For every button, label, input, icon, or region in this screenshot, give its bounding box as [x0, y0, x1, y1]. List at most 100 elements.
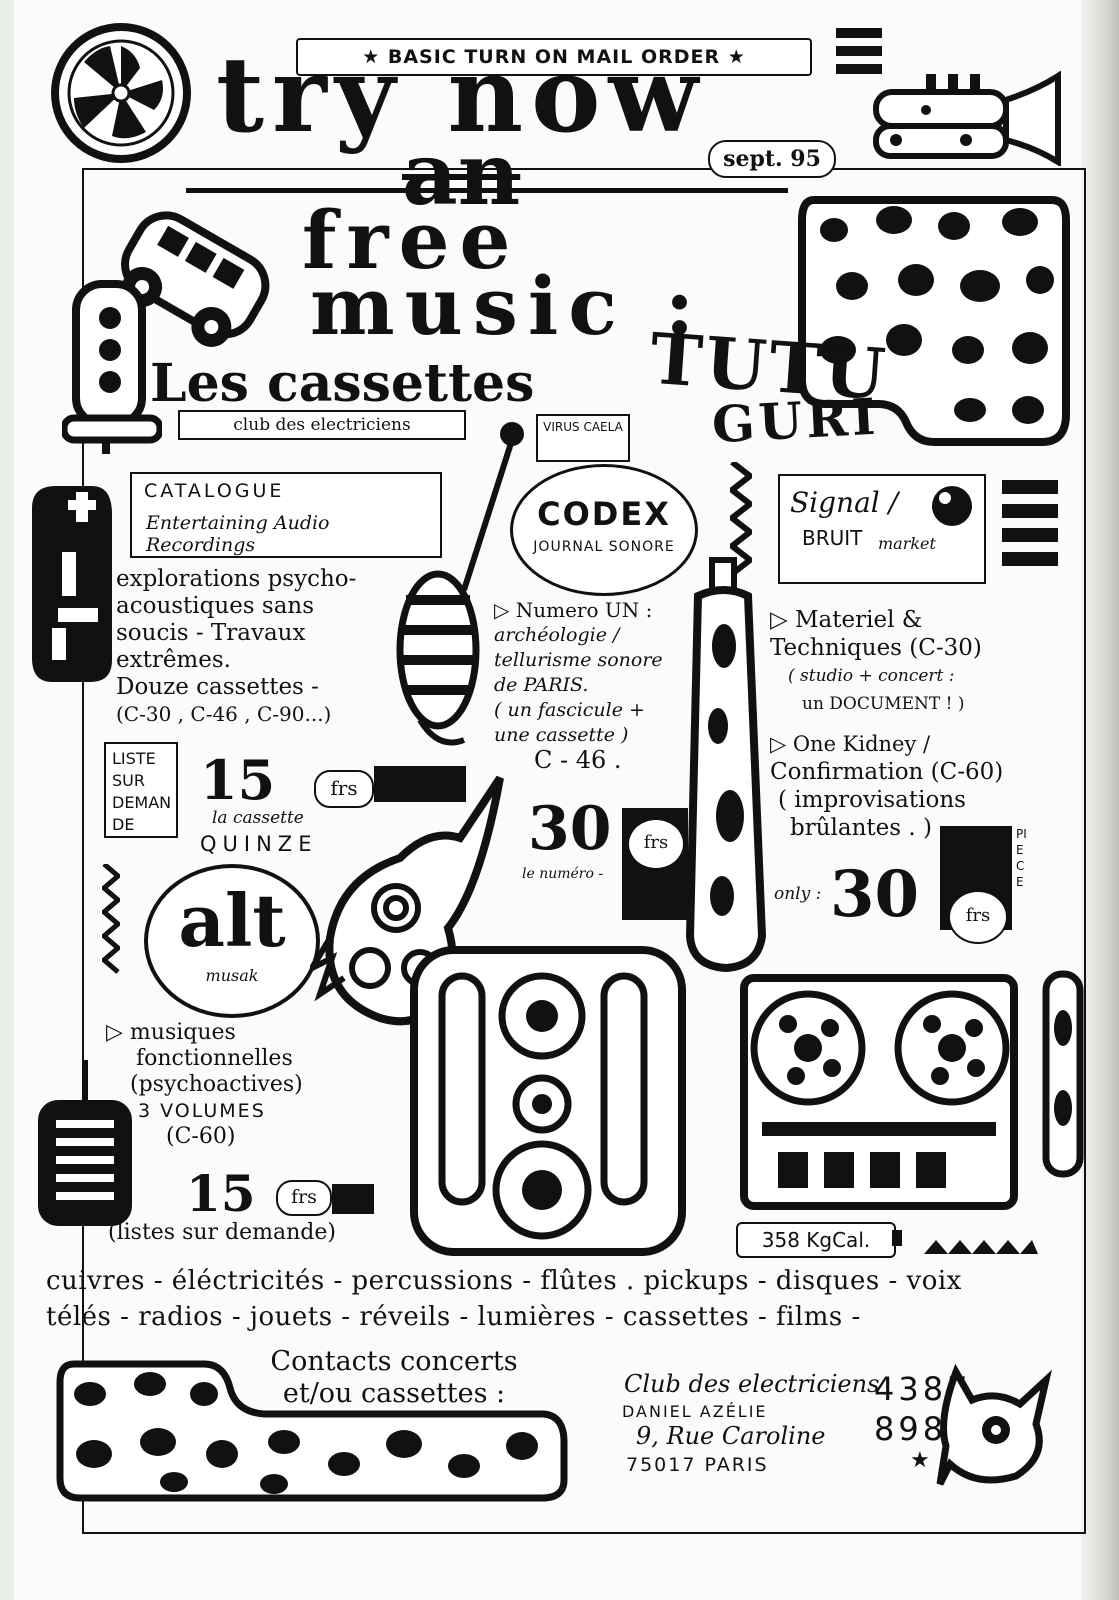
alt-description: ▷ musiques fonctionnelles (psychoactives…	[106, 1020, 303, 1150]
alt-frs: frs	[276, 1180, 332, 1216]
deco-bar	[1002, 480, 1058, 494]
quinze: QUINZE	[200, 832, 318, 856]
deco-block	[332, 1184, 374, 1214]
page-edge-right	[1081, 0, 1119, 1600]
signal-line: Confirmation (C-60)	[770, 759, 1004, 785]
contacts-heading: Contacts concerts et/ou cassettes :	[214, 1346, 574, 1410]
market-label: market	[878, 534, 936, 553]
contact-city: 75017 PARIS	[626, 1454, 769, 1476]
bruit-name: BRUIT	[802, 526, 863, 550]
battery-label: 358 KgCal.	[736, 1222, 896, 1258]
radio-icon	[38, 1060, 132, 1226]
codex-logo: CODEX JOURNAL SONORE	[510, 464, 698, 596]
zigzag-deco	[924, 1240, 1038, 1254]
alt-logo-text: alt	[178, 878, 286, 963]
contact-name: DANIEL AZÉLIE	[622, 1402, 768, 1421]
catalogue-box: CATALOGUE Entertaining Audio Recordings	[130, 472, 442, 558]
alt-logo: alt musak	[144, 864, 320, 1018]
deco-bar	[1002, 552, 1058, 566]
spotted-cushion-icon	[798, 196, 1070, 446]
deco-bar	[836, 46, 882, 56]
la-cassette: la cassette	[212, 808, 304, 828]
codex-line: archéologie /	[494, 624, 620, 646]
catalogue-line: acoustiques sans	[116, 593, 315, 619]
signal-name: Signal /	[790, 486, 899, 519]
headline-try-now: try now	[216, 33, 706, 156]
creature-icon	[936, 1363, 1052, 1486]
headline-music: music :	[310, 259, 705, 353]
car-icon	[121, 211, 270, 347]
catalogue-line: explorations psycho-	[116, 566, 357, 592]
contact-club: Club des electriciens	[624, 1370, 880, 1398]
zigzag-deco	[730, 462, 752, 577]
headline-an: an	[402, 124, 521, 225]
codex-line: C - 46 .	[534, 746, 622, 774]
contact-star: ★	[910, 1448, 930, 1473]
codex-frs-badge: frs	[627, 818, 685, 870]
liste-sur-demande: LISTE SUR DEMAN DE	[104, 742, 178, 838]
signal-line: ( improvisations	[778, 787, 966, 813]
signal-price: 30	[830, 857, 920, 932]
deco-bar	[1002, 504, 1058, 518]
alt-line: 3 VOLUMES	[138, 1100, 266, 1122]
catalogue-line: (C-30 , C-46 , C-90...)	[116, 702, 332, 726]
codex-description: ▷ Numero UN : archéologie / tellurisme s…	[494, 598, 663, 773]
contact-street: 9, Rue Caroline	[636, 1422, 826, 1450]
deco-bar	[836, 28, 882, 38]
les-cassettes-title: Les cassettes	[150, 353, 535, 414]
catalogue-line: soucis - Travaux	[116, 620, 306, 646]
signal-item-1: ▷ Materiel & Techniques (C-30) ( studio …	[770, 606, 982, 718]
codex-price: 30	[528, 794, 612, 864]
alt-logo-sub: musak	[205, 966, 259, 985]
deco-bar	[1002, 528, 1058, 542]
instruments-line-1: cuivres - éléctricités - percussions - f…	[46, 1266, 962, 1296]
radio-icon	[32, 486, 112, 682]
signal-bruit-box: Signal / BRUIT market	[778, 474, 986, 584]
cassette-recorder-icon	[410, 946, 686, 1256]
signal-line: ▷ One Kidney /	[770, 732, 931, 756]
page-edge-left	[0, 0, 14, 1600]
codex-title: CODEX	[537, 495, 671, 533]
signal-item-2: ▷ One Kidney / Confirmation (C-60) ( imp…	[770, 730, 1003, 842]
ball-icon	[932, 486, 972, 526]
headline-rule	[186, 188, 788, 193]
instruments-line-2: télés - radios - jouets - réveils - lumi…	[46, 1302, 861, 1332]
lemon-slice-icon	[51, 23, 191, 163]
alt-price: 15	[186, 1164, 256, 1223]
flyer-border	[82, 168, 1086, 1534]
codex-line: tellurisme sonore	[494, 649, 663, 671]
battery-tip	[892, 1230, 902, 1246]
alt-line: ▷ musiques	[106, 1020, 236, 1045]
headline-free: free	[302, 193, 521, 287]
codex-line: ( un fascicule +	[494, 699, 645, 721]
contacts-line: Contacts concerts	[270, 1346, 518, 1377]
catalogue-subtitle: Entertaining Audio Recordings	[146, 512, 330, 556]
club-tag: club des electriciens	[178, 410, 466, 440]
catalogue-frs: frs	[314, 770, 374, 808]
codex-line: de PARIS.	[494, 674, 589, 696]
catalogue-line: extrêmes.	[116, 647, 231, 673]
alt-line: (C-60)	[166, 1124, 236, 1149]
codex-line: une cassette )	[494, 724, 629, 746]
deco-block	[374, 766, 466, 802]
only-label: only :	[774, 884, 822, 904]
alt-line: fonctionnelles	[136, 1046, 293, 1071]
catalogue-title: CATALOGUE	[144, 480, 285, 502]
virus-tag: VIRUS CAELA	[536, 414, 630, 462]
mail-order-banner: ★ BASIC TURN ON MAIL ORDER ★	[296, 38, 812, 76]
catalogue-line: Douze cassettes -	[116, 674, 319, 700]
alt-listes: (listes sur demande)	[108, 1220, 336, 1245]
pipe-icon	[1042, 970, 1084, 1178]
zigzag-deco	[102, 864, 120, 974]
alt-line: (psychoactives)	[130, 1072, 303, 1097]
signal-frs: frs	[948, 890, 1008, 944]
trumpet-icon	[873, 70, 1061, 166]
spotted-cushion-icon	[56, 1360, 568, 1502]
signal-line: ▷ Materiel &	[770, 607, 923, 633]
tall-figure-icon	[685, 557, 767, 973]
microphone-bird-icon	[396, 422, 524, 746]
reel-to-reel-icon	[740, 974, 1018, 1210]
deco-bar	[836, 64, 882, 74]
catalogue-description: explorations psycho- acoustiques sans so…	[116, 566, 416, 728]
